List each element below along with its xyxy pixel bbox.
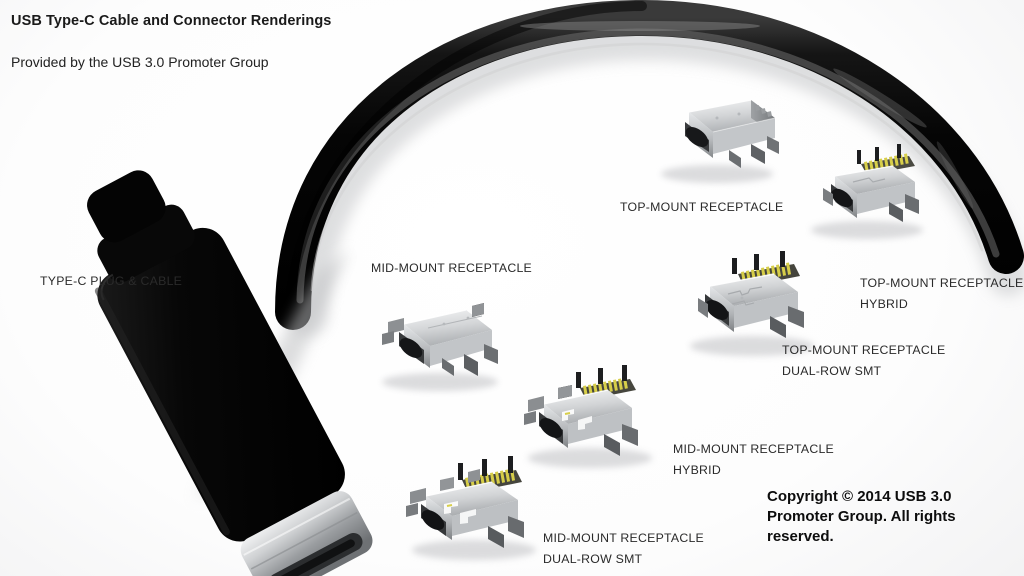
connector-top-mount-receptacle-dualrow-smt [682,248,827,360]
label-line-1: TOP-MOUNT RECEPTACLE [782,343,946,357]
connector-top-mount-receptacle [655,92,785,184]
connector-mid-mount-receptacle [372,292,512,394]
label-line-2: HYBRID [673,463,721,477]
label-top-mount-receptacle: TOP-MOUNT RECEPTACLE [620,200,784,214]
connector-top-mount-receptacle-hybrid [805,142,935,242]
label-line-2: HYBRID [860,297,908,311]
label-line-1: MID-MOUNT RECEPTACLE [543,531,704,545]
page-subtitle: Provided by the USB 3.0 Promoter Group [11,54,269,70]
connector-mid-mount-receptacle-dualrow-smt [402,452,552,564]
label-mid-mount-receptacle: MID-MOUNT RECEPTACLE [371,261,532,275]
label-line-2: DUAL-ROW SMT [782,364,882,378]
connector-mid-mount-receptacle-hybrid [518,362,668,472]
label-line-2: DUAL-ROW SMT [543,552,643,566]
label-line-1: MID-MOUNT RECEPTACLE [673,442,834,456]
label-type-c-plug-cable: TYPE-C PLUG & CABLE [40,274,183,288]
copyright-notice: Copyright © 2014 USB 3.0 Promoter Group.… [767,488,956,545]
page-title: USB Type-C Cable and Connector Rendering… [11,13,332,29]
label-line-1: TOP-MOUNT RECEPTACLE [860,276,1024,290]
